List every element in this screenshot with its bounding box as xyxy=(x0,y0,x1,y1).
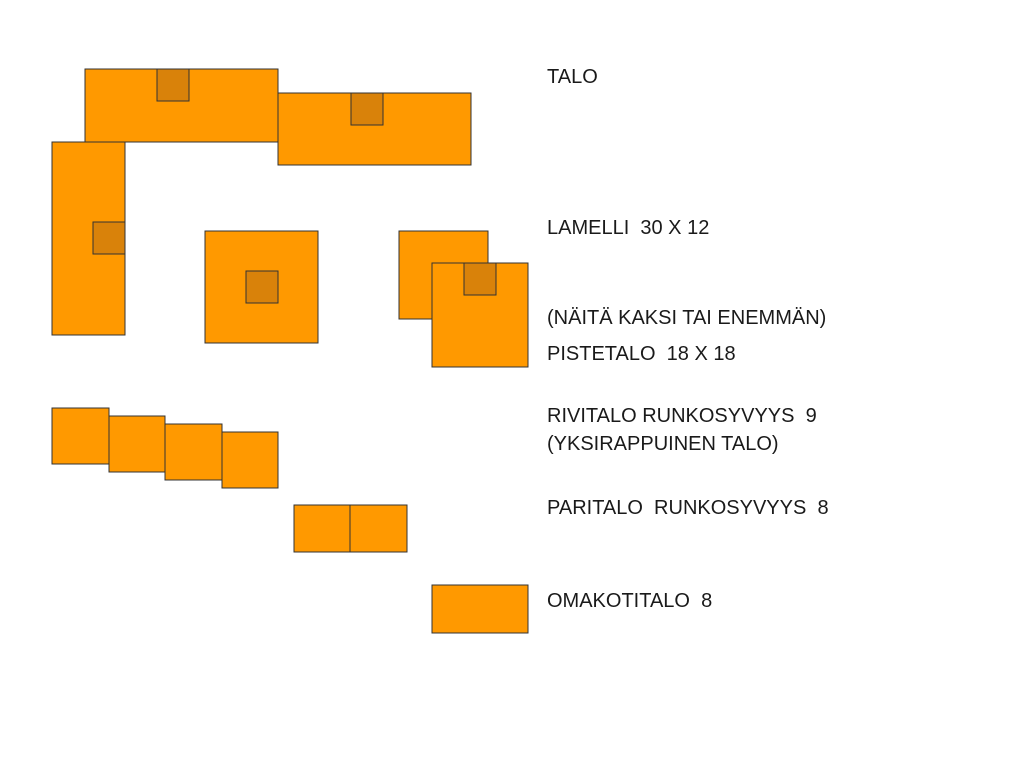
lamelli-stairwell xyxy=(92,221,126,255)
omakotitalo-group xyxy=(431,584,529,634)
pistetalo-group xyxy=(204,230,529,368)
omakotitalo-block xyxy=(431,584,529,634)
lamelli-stairwell xyxy=(156,68,190,102)
rivitalo-unit xyxy=(221,431,279,489)
label-lamelli-line1: LAMELLI 30 X 12 xyxy=(547,217,710,239)
label-lamelli: LAMELLI 30 X 12 (NÄITÄ KAKSI TAI ENEMMÄN… xyxy=(547,153,826,363)
rivitalo-unit xyxy=(108,415,166,473)
label-pistetalo: PISTETALO 18 X 18 (YKSIRAPPUINEN TALO) xyxy=(547,279,779,489)
rivitalo-unit xyxy=(164,423,223,481)
paritalo-unit xyxy=(349,504,408,553)
label-paritalo: PARITALO RUNKOSYVYYS 8 xyxy=(547,497,829,519)
label-lamelli-line2: (NÄITÄ KAKSI TAI ENEMMÄN) xyxy=(547,307,827,329)
label-talo: TALO xyxy=(547,66,598,88)
label-rivitalo: RIVITALO RUNKOSYVYYS 9 xyxy=(547,405,817,427)
pistetalo-stairwell xyxy=(245,270,279,304)
lamelli-stairwell xyxy=(350,92,384,126)
rivitalo-unit xyxy=(51,407,110,465)
label-pistetalo-line2: (YKSIRAPPUINEN TALO) xyxy=(547,433,779,455)
rivitalo-group xyxy=(51,407,279,489)
label-omakotitalo: OMAKOTITALO 8 xyxy=(547,590,713,612)
label-pistetalo-line1: PISTETALO 18 X 18 xyxy=(547,343,736,365)
pistetalo-block-front xyxy=(431,262,529,368)
paritalo-group xyxy=(293,504,408,553)
paritalo-unit xyxy=(293,504,351,553)
pistetalo-stairwell xyxy=(463,262,497,296)
lamelli-group xyxy=(51,68,472,336)
